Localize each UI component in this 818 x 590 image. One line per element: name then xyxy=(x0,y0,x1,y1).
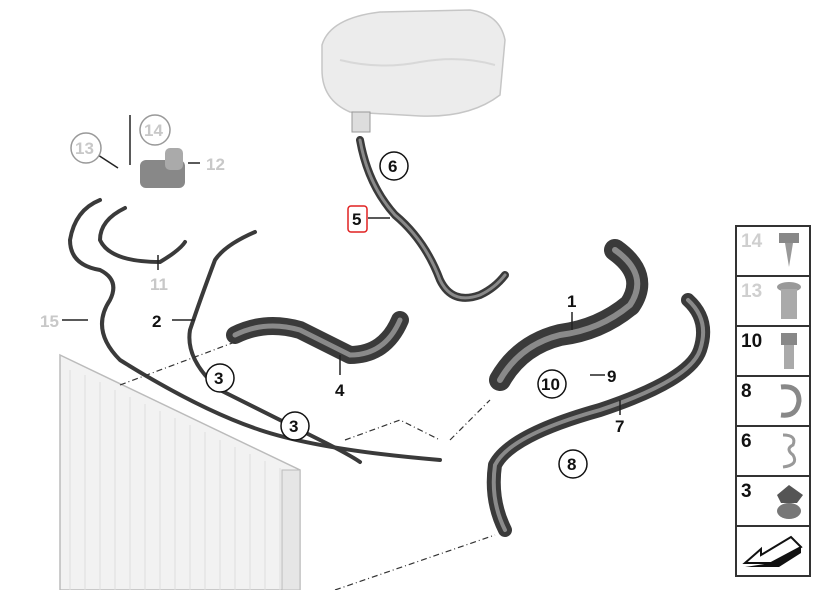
callout-label: 3 xyxy=(289,417,298,436)
legend-number: 10 xyxy=(741,331,763,352)
arrow-icon xyxy=(742,535,803,567)
valve-assembly xyxy=(140,148,185,188)
direction-arrow[interactable] xyxy=(735,525,811,577)
legend-number: 8 xyxy=(741,381,752,402)
callout-4[interactable]: 4 xyxy=(335,381,345,400)
hose-7 xyxy=(486,293,710,537)
legend-item-14[interactable]: 14 xyxy=(735,225,811,275)
legend-item-10[interactable]: 10 xyxy=(735,325,811,375)
callout-3-upper[interactable]: 3 xyxy=(205,363,235,393)
legend-number: 14 xyxy=(741,231,763,252)
leader-lines xyxy=(62,115,621,590)
callout-1[interactable]: 1 xyxy=(567,292,576,311)
callout-8[interactable]: 8 xyxy=(558,449,588,479)
callout-label: 15 xyxy=(40,312,59,331)
bolt-icon xyxy=(781,333,797,369)
hose-clip-icon xyxy=(780,384,802,418)
double-clip-icon xyxy=(782,433,797,469)
callout-label: 1 xyxy=(567,292,576,311)
callout-10[interactable]: 10 xyxy=(537,369,567,399)
callout-label: 9 xyxy=(607,367,616,386)
hose-5 xyxy=(356,136,509,302)
line-2 xyxy=(187,230,362,464)
callout-9[interactable]: 9 xyxy=(607,367,616,386)
legend-item-8[interactable]: 8 xyxy=(735,375,811,425)
legend-number: 13 xyxy=(741,281,763,302)
callout-15[interactable]: 15 xyxy=(40,312,59,331)
callout-label: 8 xyxy=(567,455,576,474)
line-11 xyxy=(98,206,187,264)
callout-label: 10 xyxy=(541,375,560,394)
callout-label: 6 xyxy=(388,157,397,176)
callout-12[interactable]: 12 xyxy=(206,155,225,174)
hose-1 xyxy=(489,239,649,391)
expansion-tank xyxy=(321,9,506,133)
callout-2[interactable]: 2 xyxy=(152,312,161,331)
callout-11[interactable]: 11 xyxy=(150,275,168,294)
highlight-box xyxy=(347,205,368,233)
legend-item-13[interactable]: 13 xyxy=(735,275,811,325)
callout-6[interactable]: 6 xyxy=(379,151,409,181)
callout-label: 3 xyxy=(214,369,223,388)
holder-icon xyxy=(777,485,803,519)
callout-label: 11 xyxy=(150,275,168,294)
callout-label: 4 xyxy=(335,381,345,400)
callout-7[interactable]: 7 xyxy=(615,417,624,436)
legend-item-3[interactable]: 3 xyxy=(735,475,811,525)
radiator xyxy=(59,353,301,590)
screw-icon xyxy=(779,233,799,267)
legend-number: 6 xyxy=(741,431,752,452)
legend-number: 3 xyxy=(741,481,752,502)
legend-item-6[interactable]: 6 xyxy=(735,425,811,475)
callout-label: 7 xyxy=(615,417,624,436)
callout-label: 2 xyxy=(152,312,161,331)
callout-label: 13 xyxy=(75,139,94,158)
callout-label: 5 xyxy=(352,210,361,229)
parts-legend: 14 13 10 8 6 3 xyxy=(735,225,811,577)
callout-5[interactable]: 5 xyxy=(347,205,368,233)
callout-label: 12 xyxy=(206,155,225,174)
callout-13[interactable]: 13 xyxy=(70,132,102,164)
callout-3-lower[interactable]: 3 xyxy=(280,411,310,441)
hose-4 xyxy=(226,311,409,364)
callout-14[interactable]: 14 xyxy=(139,114,171,146)
callout-label: 14 xyxy=(144,121,163,140)
nut-insert-icon xyxy=(777,282,801,319)
